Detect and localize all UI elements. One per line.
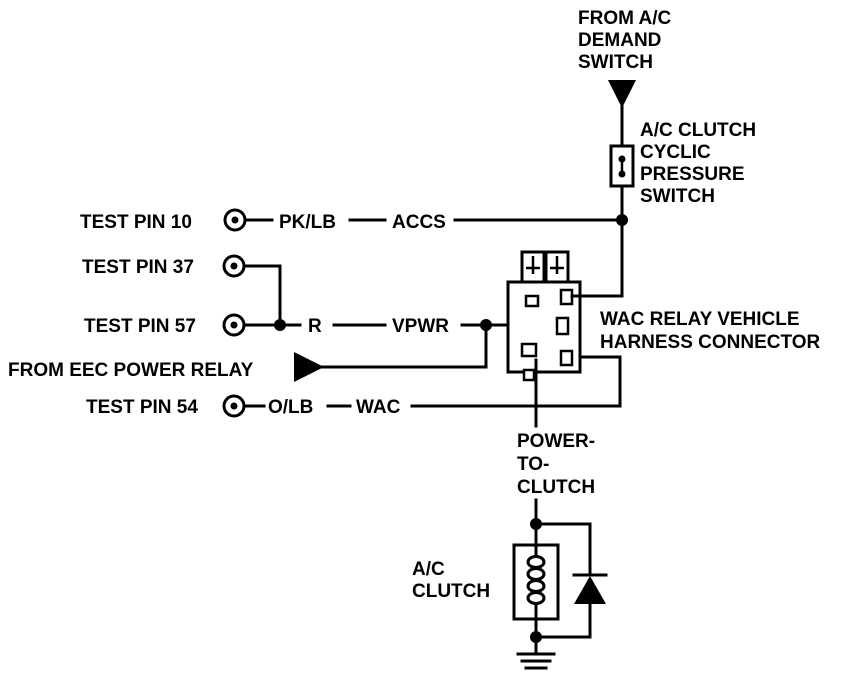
accs-signal-label: ACCS <box>392 212 446 233</box>
ac-clutch-label-1: A/C <box>412 559 445 580</box>
from-ac-demand-label-2: DEMAND <box>578 30 661 51</box>
ac-clutch-label-2: CLUTCH <box>412 581 490 602</box>
demand-switch-arrow-icon <box>608 80 636 108</box>
test-pin-37-label: TEST PIN 37 <box>82 257 194 278</box>
ac-clutch-coil-icon <box>526 543 546 621</box>
power-to-clutch-label-3: CLUTCH <box>517 477 595 498</box>
wac-signal-label: WAC <box>356 397 401 418</box>
clutch-bottom-junction-dot <box>530 631 542 643</box>
pk-lb-wire-label: PK/LB <box>279 212 336 233</box>
test-pin-10-terminal-center <box>231 216 239 224</box>
eec-power-relay-arrow-icon <box>294 352 324 382</box>
from-ac-demand-label-3: SWITCH <box>578 52 653 73</box>
power-to-clutch-label-1: POWER- <box>517 431 595 452</box>
eec-power-wire <box>320 323 488 369</box>
test-pin-54-terminal-center <box>230 402 238 410</box>
test-pin-10-label: TEST PIN 10 <box>80 212 192 233</box>
vpwr-signal-label: VPWR <box>392 316 449 337</box>
from-ac-demand-label-1: FROM A/C <box>578 8 672 29</box>
test-pin-54-label: TEST PIN 54 <box>86 397 198 418</box>
relay-connector-label-2: HARNESS CONNECTOR <box>600 332 821 353</box>
relay-connector-label-1: WAC RELAY VEHICLE <box>600 309 800 330</box>
wac-wire <box>410 355 622 408</box>
power-to-clutch-label-2: TO- <box>517 454 549 475</box>
cyclic-switch-label-4: SWITCH <box>640 186 715 207</box>
from-eec-power-relay-label: FROM EEC POWER RELAY <box>8 360 254 381</box>
diode-top-wire <box>534 522 592 577</box>
r-wire-label: R <box>308 316 322 337</box>
cyclic-switch-label-3: PRESSURE <box>640 164 745 185</box>
diode-bottom-wire <box>534 602 592 639</box>
wac-relay-connector-icon <box>506 250 582 382</box>
test-pin-37-wire <box>242 264 282 327</box>
test-pin-57-terminal-center <box>230 321 238 329</box>
o-lb-wire-label: O/LB <box>268 397 313 418</box>
test-pin-57-label: TEST PIN 57 <box>84 316 196 337</box>
diode-icon <box>574 576 606 604</box>
pin-37-57-junction-dot <box>274 319 286 331</box>
ground-icon <box>516 652 556 670</box>
test-pin-37-terminal-center <box>230 262 238 270</box>
cyclic-switch-label-2: CYCLIC <box>640 142 711 163</box>
cyclic-switch-label-1: A/C CLUTCH <box>640 120 756 141</box>
